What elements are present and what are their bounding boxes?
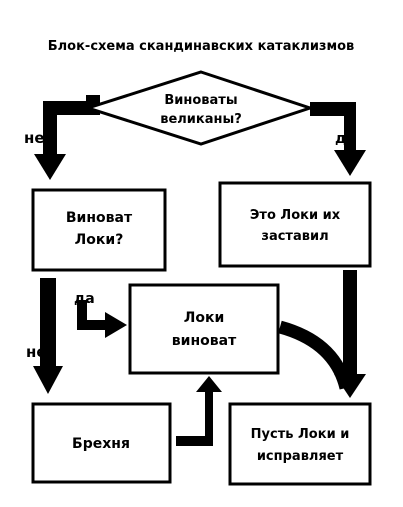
box-is-loki-guilty: Виноват Локи? [31,188,167,272]
edge-label-loki-yes: да [74,291,95,307]
box-loki-made-them-line2: заставил [261,229,328,244]
box-loki-guilty-line2: виноват [172,333,237,349]
box-loki-made-them: Это Локи их заставил [218,181,372,268]
arrow-giants-no [34,95,100,180]
decision-giants-line2: великаны? [160,112,242,127]
edge-label-loki-no: нет [26,343,56,361]
arrow-nonsense-up [176,376,222,446]
box-loki-guilty-line1: Локи [184,310,225,326]
arrow-guilty-to-fix [278,320,353,390]
box-nonsense: Брехня [31,402,172,484]
arrow-loki-yes [77,300,127,338]
box-nonsense-label: Брехня [72,436,130,452]
box-loki-fix-it-line1: Пусть Локи и [251,427,350,442]
diagram-title: Блок-схема скандинавских катаклизмов [48,39,355,54]
box-loki-made-them-line1: Это Локи их [250,208,341,223]
decision-giants-guilty: Виноваты великаны? [83,70,315,146]
box-loki-guilty: Локи виноват [128,283,280,375]
box-loki-fix-it-line2: исправляет [257,449,344,464]
arrow-giants-yes [310,102,366,176]
arrow-loki-no [33,278,63,394]
box-loki-fix-it: Пусть Локи и исправляет [228,402,372,486]
edge-label-giants-no: нет [24,129,54,147]
box-is-loki-guilty-line1: Виноват [66,210,133,226]
edge-label-giants-yes: да [335,131,356,147]
decision-giants-line1: Виноваты [164,93,237,108]
box-is-loki-guilty-line2: Локи? [75,232,124,248]
